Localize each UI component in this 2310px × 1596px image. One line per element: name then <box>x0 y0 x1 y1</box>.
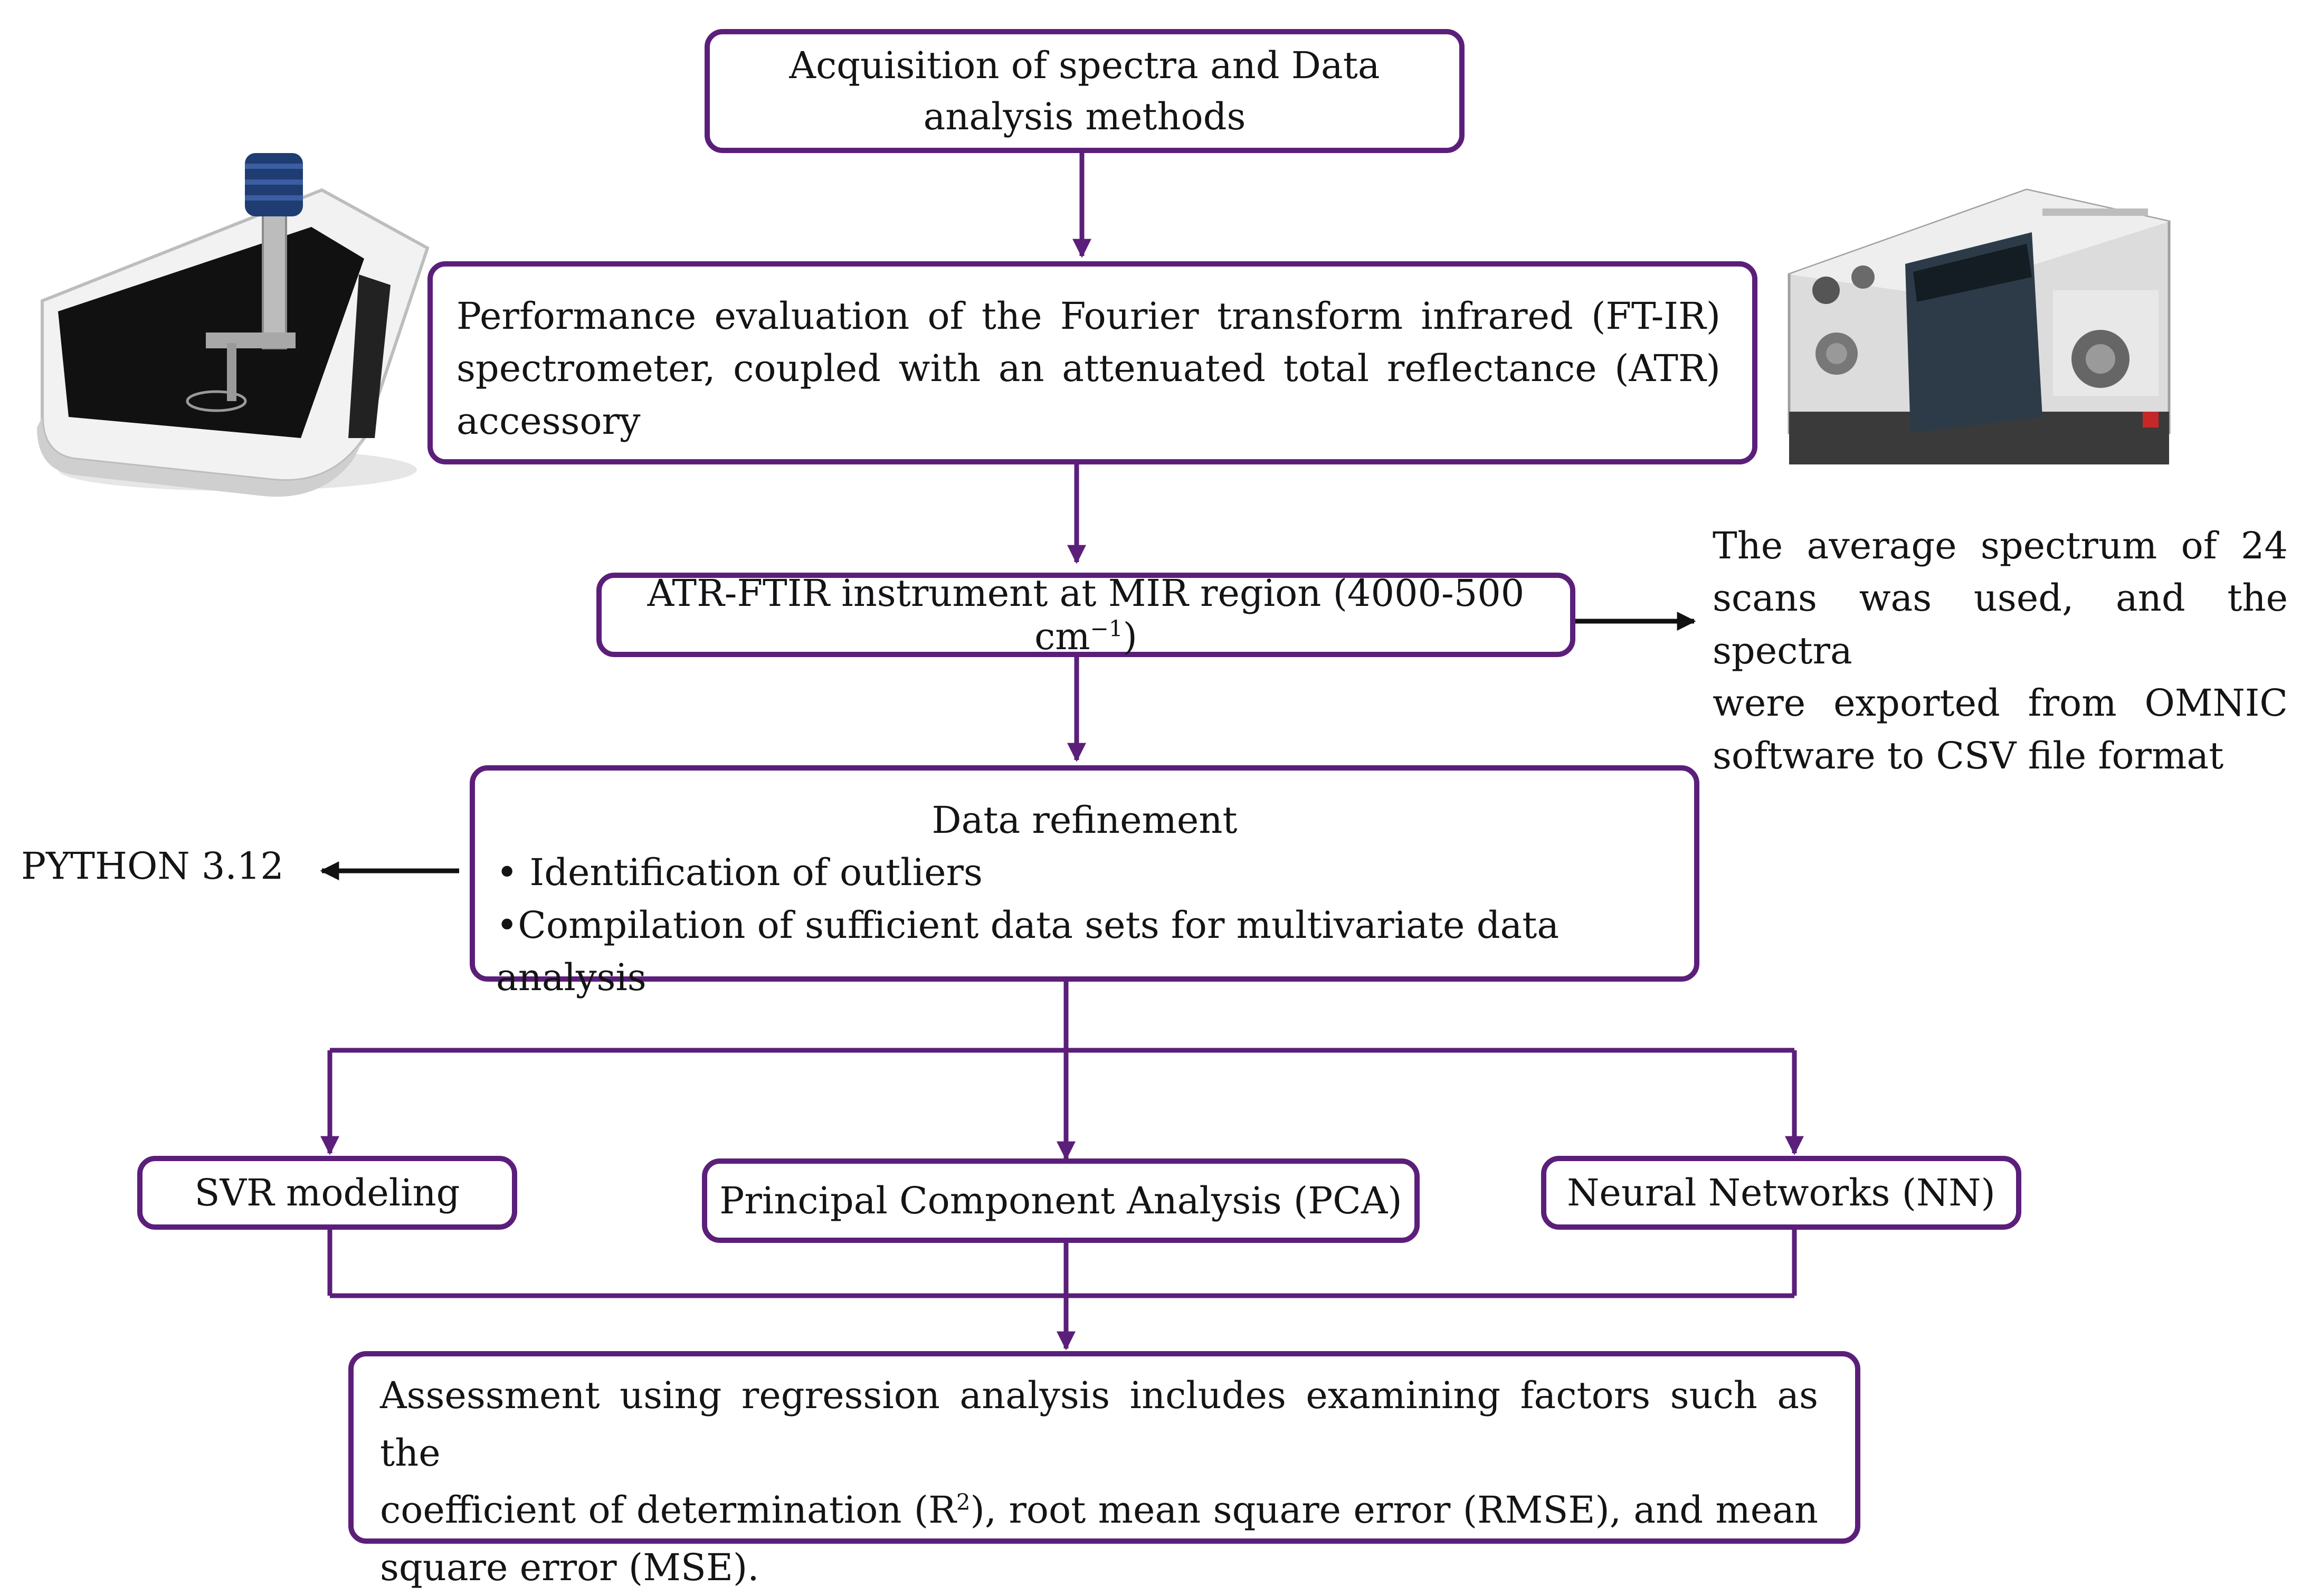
evaluation-line-2: spectrometer, coupled with an attenuated… <box>457 343 1720 395</box>
assessment-box: Assessment using regression analysis inc… <box>348 1351 1860 1544</box>
refinement-box: Data refinement • Identification of outl… <box>470 765 1699 982</box>
instrument-note-line-3: were exported from OMNIC <box>1713 677 2288 729</box>
acquisition-line-1: Acquisition of spectra and Data <box>789 40 1380 91</box>
evaluation-line-1: Performance evaluation of the Fourier tr… <box>457 290 1720 343</box>
instrument-note-line-1: The average spectrum of 24 <box>1713 520 2288 572</box>
python-label: PYTHON 3.12 <box>21 844 284 888</box>
svr-label: SVR modeling <box>195 1171 460 1214</box>
instrument-note-line-4: software to CSV file format <box>1713 730 2288 782</box>
instrument-label: ATR-FTIR instrument at MIR region (4000-… <box>602 572 1570 658</box>
assessment-line-2: coefficient of determination (R2), root … <box>380 1481 1818 1539</box>
nn-box: Neural Networks (NN) <box>1541 1156 2021 1230</box>
acquisition-box: Acquisition of spectra and Data analysis… <box>705 29 1465 153</box>
assessment-line-3: square error (MSE). <box>380 1539 1818 1596</box>
nn-label: Neural Networks (NN) <box>1567 1171 1995 1214</box>
pca-label: Principal Component Analysis (PCA) <box>719 1179 1402 1222</box>
evaluation-box: Performance evaluation of the Fourier tr… <box>427 261 1757 464</box>
instrument-note-line-2: scans was used, and the spectra <box>1713 572 2288 677</box>
instrument-box: ATR-FTIR instrument at MIR region (4000-… <box>596 573 1575 657</box>
refinement-bullet-1: • Identification of outliers <box>496 847 1673 899</box>
assessment-line-2-start: coefficient of determination (R <box>380 1488 956 1532</box>
svr-box: SVR modeling <box>137 1156 517 1230</box>
evaluation-line-3: accessory <box>457 395 1720 448</box>
refinement-bullet-2: •Compilation of sufficient data sets for… <box>496 899 1673 1004</box>
acquisition-line-2: analysis methods <box>924 91 1246 142</box>
refinement-title: Data refinement <box>496 794 1673 847</box>
pca-box: Principal Component Analysis (PCA) <box>702 1158 1420 1243</box>
assessment-line-1: Assessment using regression analysis inc… <box>380 1367 1818 1481</box>
r-squared-exponent: 2 <box>956 1489 971 1515</box>
instrument-note: The average spectrum of 24 scans was use… <box>1713 520 2288 782</box>
assessment-line-2-end: ), root mean square error (RMSE), and me… <box>971 1488 1818 1532</box>
instrument-text: ATR-FTIR instrument at MIR region (4000-… <box>648 572 1525 658</box>
instrument-close: ) <box>1123 615 1137 658</box>
atr-accessory-icon <box>26 142 438 501</box>
instrument-unit-exponent: −1 <box>1090 616 1123 642</box>
ftir-spectrometer-icon <box>1779 185 2180 480</box>
